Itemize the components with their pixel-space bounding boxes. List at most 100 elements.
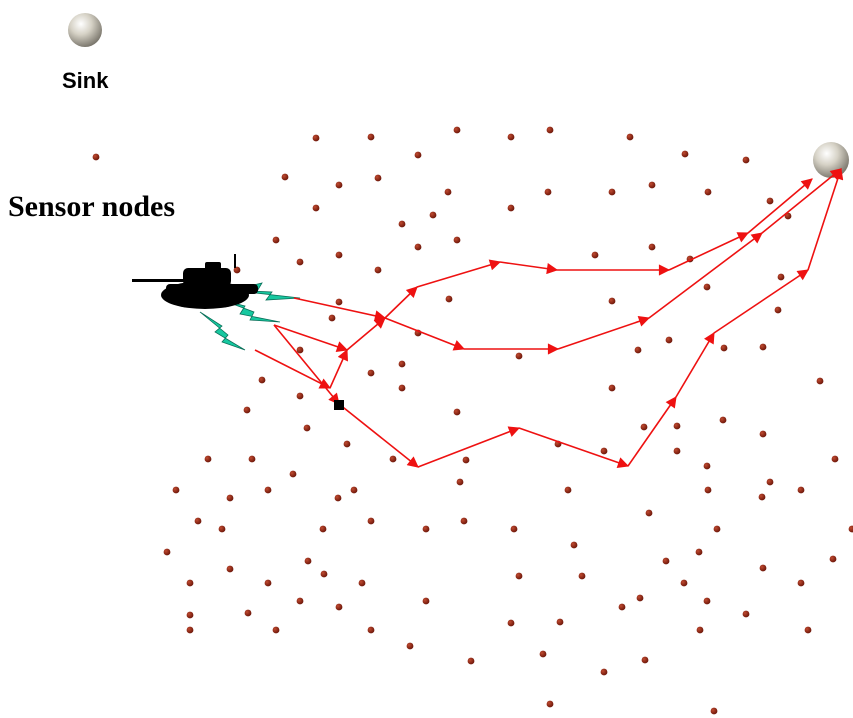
sensor-node	[367, 369, 375, 377]
sensor-node	[515, 572, 523, 580]
sensor-node	[335, 181, 343, 189]
route-arrow	[293, 297, 387, 322]
sensor-node	[453, 126, 461, 134]
sensor-node	[507, 619, 515, 627]
sensor-node	[636, 594, 644, 602]
sensor-node	[296, 597, 304, 605]
sensor-node	[634, 346, 642, 354]
route-arrow	[557, 315, 651, 350]
sensor-node	[226, 494, 234, 502]
sensor-node	[248, 455, 256, 463]
route-arrow	[329, 348, 348, 389]
sensor-node	[742, 610, 750, 618]
route-arrow	[668, 232, 750, 271]
sensor-node	[681, 150, 689, 158]
sensor-node	[244, 609, 252, 617]
sensor-node	[186, 611, 194, 619]
sensor-node	[312, 134, 320, 142]
sensor-node	[662, 557, 670, 565]
sensor-node	[774, 306, 782, 314]
sensor-node	[777, 273, 785, 281]
sensor-node	[258, 376, 266, 384]
sensor-node	[648, 181, 656, 189]
route-arrow	[384, 317, 466, 351]
sensor-node	[696, 626, 704, 634]
sensor-node	[204, 455, 212, 463]
sensor-node	[673, 422, 681, 430]
sensor-node	[172, 486, 180, 494]
sensor-node	[328, 314, 336, 322]
route-arrow	[346, 317, 386, 351]
sensor-node	[719, 416, 727, 424]
sensor-node	[335, 251, 343, 259]
sink-label: Sink	[62, 68, 109, 93]
sensor-node	[665, 336, 673, 344]
sensor-node	[233, 266, 241, 274]
sensor-node	[556, 618, 564, 626]
sensor-node	[510, 525, 518, 533]
sensor-node	[759, 564, 767, 572]
sensor-node	[713, 525, 721, 533]
sensor-node	[406, 642, 414, 650]
sensor-node	[367, 133, 375, 141]
sensor-node	[703, 462, 711, 470]
sensor-node	[648, 243, 656, 251]
route-arrow	[648, 232, 763, 319]
sensor-node	[281, 173, 289, 181]
route-arrow	[417, 426, 521, 468]
sensor-node	[680, 579, 688, 587]
sensor-node	[296, 346, 304, 354]
sensor-node	[710, 707, 718, 715]
sensor-node	[367, 626, 375, 634]
route-arrow	[675, 332, 715, 398]
sensor-node	[564, 486, 572, 494]
routing-paths	[254, 167, 844, 468]
sensor-node	[453, 408, 461, 416]
sensor-node	[320, 570, 328, 578]
sensor-node	[335, 298, 343, 306]
sensor-node	[296, 392, 304, 400]
route-arrow	[747, 178, 813, 234]
sensor-node	[829, 555, 837, 563]
sensor-node	[544, 188, 552, 196]
sensor-node	[608, 188, 616, 196]
sink-sphere-icon	[68, 13, 102, 47]
sensor-node	[704, 486, 712, 494]
sensor-node	[742, 156, 750, 164]
route-arrow	[761, 168, 842, 234]
route-arrow	[273, 324, 349, 353]
sensor-node	[546, 700, 554, 708]
route-arrow	[627, 396, 677, 467]
route-arrow	[338, 403, 419, 468]
sensor-node	[335, 603, 343, 611]
sensor-node	[243, 406, 251, 414]
sensor-node	[374, 174, 382, 182]
route-arrow	[713, 269, 809, 334]
sensor-node	[289, 470, 297, 478]
sensor-node	[546, 126, 554, 134]
sensor-node	[444, 188, 452, 196]
sensor-node	[758, 493, 766, 501]
sensor-node	[673, 447, 681, 455]
route-arrow	[384, 286, 418, 319]
sensor-node	[398, 220, 406, 228]
sensor-node	[797, 486, 805, 494]
sensor-node	[848, 525, 853, 533]
source-node-icon	[334, 400, 344, 410]
sensor-node	[194, 517, 202, 525]
sensor-node	[600, 668, 608, 676]
sensor-node	[591, 251, 599, 259]
sensor-node	[626, 133, 634, 141]
sensor-node	[704, 188, 712, 196]
sensor-node	[703, 597, 711, 605]
sensor-node	[296, 258, 304, 266]
sensor-node	[264, 486, 272, 494]
sensor-node	[414, 151, 422, 159]
sensor-node	[462, 456, 470, 464]
sensor-node	[319, 525, 327, 533]
sensor-node	[618, 603, 626, 611]
route-arrow	[518, 427, 630, 468]
sensor-node	[578, 572, 586, 580]
sensor-node	[600, 447, 608, 455]
